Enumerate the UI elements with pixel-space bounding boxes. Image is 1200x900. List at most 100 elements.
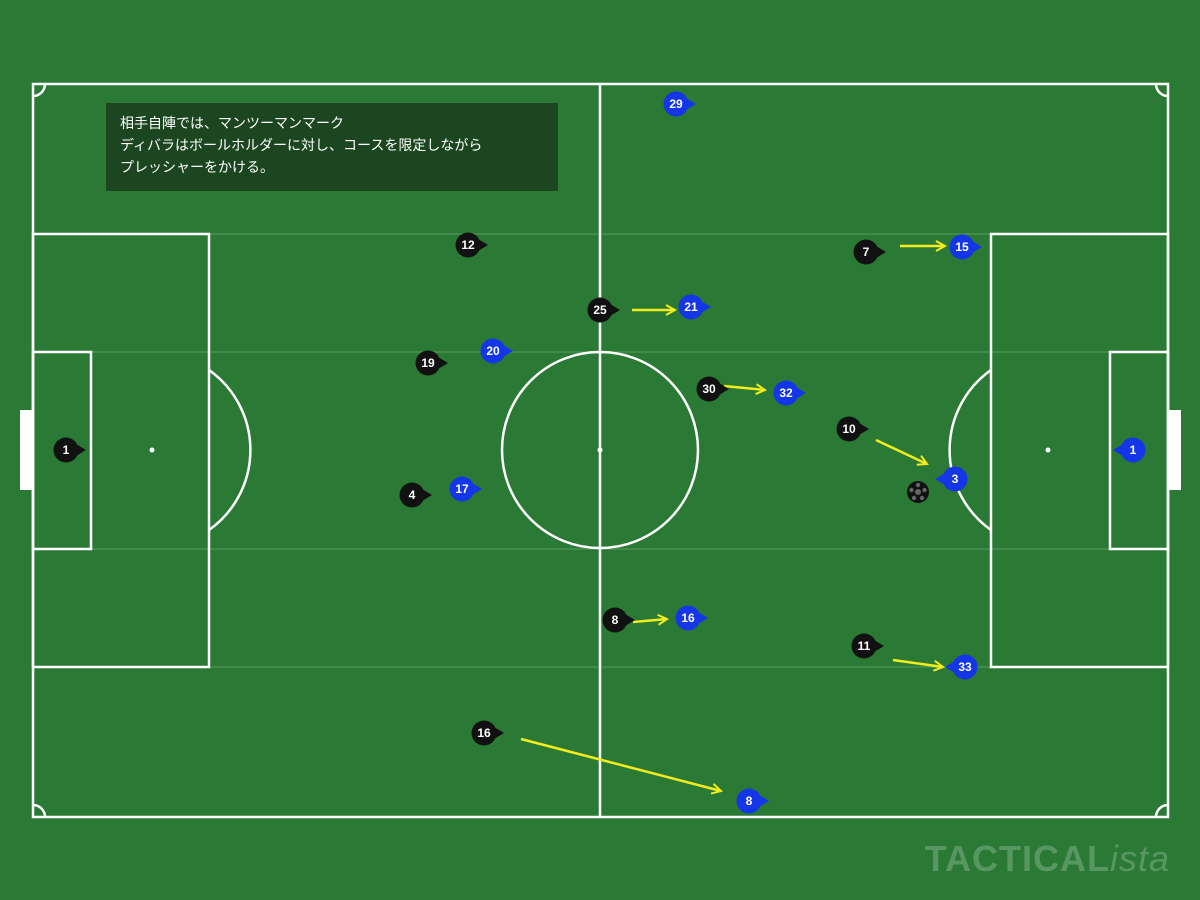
movement-arrows xyxy=(520,246,945,791)
facing-indicator xyxy=(876,246,886,258)
player-marker xyxy=(773,380,799,406)
facing-indicator xyxy=(874,640,884,652)
player-number: 17 xyxy=(455,482,469,496)
facing-indicator xyxy=(796,387,806,399)
watermark-part1: TACTICAL xyxy=(924,838,1110,879)
player-number: 1 xyxy=(1130,443,1137,457)
player-number: 33 xyxy=(958,660,972,674)
facing-indicator xyxy=(625,614,635,626)
player-marker xyxy=(696,376,722,402)
player-blue[interactable]: 16 xyxy=(675,605,709,631)
corner-arc-bl xyxy=(32,803,47,818)
player-marker xyxy=(678,294,704,320)
note-line: プレッシャーをかける。 xyxy=(120,160,274,176)
player-blue[interactable]: 8 xyxy=(736,788,770,814)
player-marker xyxy=(587,297,613,323)
player-marker xyxy=(675,605,701,631)
player-blue[interactable]: 20 xyxy=(480,338,514,364)
player-marker xyxy=(449,476,475,502)
player-blue[interactable]: 1 xyxy=(1113,437,1146,463)
player-marker xyxy=(853,239,879,265)
facing-indicator xyxy=(478,239,488,251)
player-blue[interactable]: 32 xyxy=(773,380,807,406)
center-spot xyxy=(597,447,603,453)
player-number: 16 xyxy=(477,726,491,740)
player-number: 15 xyxy=(955,240,969,254)
right-penalty-arc xyxy=(948,368,992,532)
facing-indicator xyxy=(719,383,729,395)
player-black[interactable]: 8 xyxy=(602,607,636,633)
player-black[interactable]: 16 xyxy=(471,720,505,746)
tactical-note-box: 相手自陣では、マンツーマンマーク ディバラはボールホルダーに対し、コースを限定し… xyxy=(106,103,558,191)
player-number: 29 xyxy=(669,97,683,111)
facing-indicator xyxy=(610,304,620,316)
player-black[interactable]: 4 xyxy=(399,482,433,508)
player-marker xyxy=(415,350,441,376)
player-marker xyxy=(949,234,975,260)
facing-indicator xyxy=(472,483,482,495)
player-number: 7 xyxy=(863,245,870,259)
player-blue[interactable]: 21 xyxy=(678,294,712,320)
player-blue[interactable]: 15 xyxy=(949,234,983,260)
player-number: 16 xyxy=(681,611,695,625)
movement-arrow xyxy=(723,386,765,390)
player-marker xyxy=(736,788,762,814)
player-number: 1 xyxy=(63,443,70,457)
player-black[interactable]: 10 xyxy=(836,416,870,442)
player-black[interactable]: 25 xyxy=(587,297,621,323)
note-line: 相手自陣では、マンツーマンマーク xyxy=(120,116,344,132)
player-number: 10 xyxy=(842,422,856,436)
player-number: 21 xyxy=(684,300,698,314)
player-black[interactable]: 1 xyxy=(53,437,87,463)
player-black[interactable]: 11 xyxy=(851,633,885,659)
facing-indicator xyxy=(945,661,955,673)
watermark-logo: TACTICALista xyxy=(925,838,1170,880)
player-blue[interactable]: 3 xyxy=(935,466,968,492)
corner-arc-br xyxy=(1154,803,1169,818)
player-number: 19 xyxy=(421,356,435,370)
watermark-part2: ista xyxy=(1109,838,1170,879)
player-number: 3 xyxy=(952,472,959,486)
player-number: 25 xyxy=(593,303,607,317)
movement-arrow xyxy=(632,619,667,622)
player-number: 8 xyxy=(746,794,753,808)
movement-arrow xyxy=(875,438,927,464)
right-penalty-spot xyxy=(1045,447,1051,453)
player-number: 30 xyxy=(702,382,716,396)
player-number: 20 xyxy=(486,344,500,358)
player-marker xyxy=(836,416,862,442)
player-marker xyxy=(455,232,481,258)
player-marker xyxy=(53,437,79,463)
facing-indicator xyxy=(503,345,513,357)
facing-indicator xyxy=(494,727,504,739)
player-black[interactable]: 7 xyxy=(853,239,887,265)
corner-arc-tl xyxy=(32,83,47,98)
player-black[interactable]: 12 xyxy=(455,232,489,258)
player-blue[interactable]: 17 xyxy=(449,476,483,502)
note-line: ディバラはボールホルダーに対し、コースを限定しながら xyxy=(120,138,483,154)
player-blue[interactable]: 29 xyxy=(663,91,697,117)
corner-arc-tr xyxy=(1154,83,1169,98)
movement-arrow xyxy=(520,737,721,791)
player-black[interactable]: 30 xyxy=(696,376,730,402)
left-penalty-arc xyxy=(208,368,252,532)
player-marker xyxy=(480,338,506,364)
player-marker xyxy=(952,654,978,680)
player-marker xyxy=(942,466,968,492)
right-goal xyxy=(1168,410,1181,490)
player-marker xyxy=(399,482,425,508)
facing-indicator xyxy=(686,98,696,110)
left-penalty-spot xyxy=(149,447,155,453)
player-number: 8 xyxy=(612,613,619,627)
facing-indicator xyxy=(972,241,982,253)
facing-indicator xyxy=(859,423,869,435)
player-marker xyxy=(471,720,497,746)
players: 1 12 25 19 4 30 7 10 8 11 16 29 15 21 20 32 17 3 1 16 33 8 xyxy=(53,91,1146,814)
facing-indicator xyxy=(76,444,86,456)
facing-indicator xyxy=(935,473,945,485)
player-black[interactable]: 19 xyxy=(415,350,449,376)
player-blue[interactable]: 33 xyxy=(945,654,978,680)
player-marker xyxy=(602,607,628,633)
player-marker xyxy=(851,633,877,659)
